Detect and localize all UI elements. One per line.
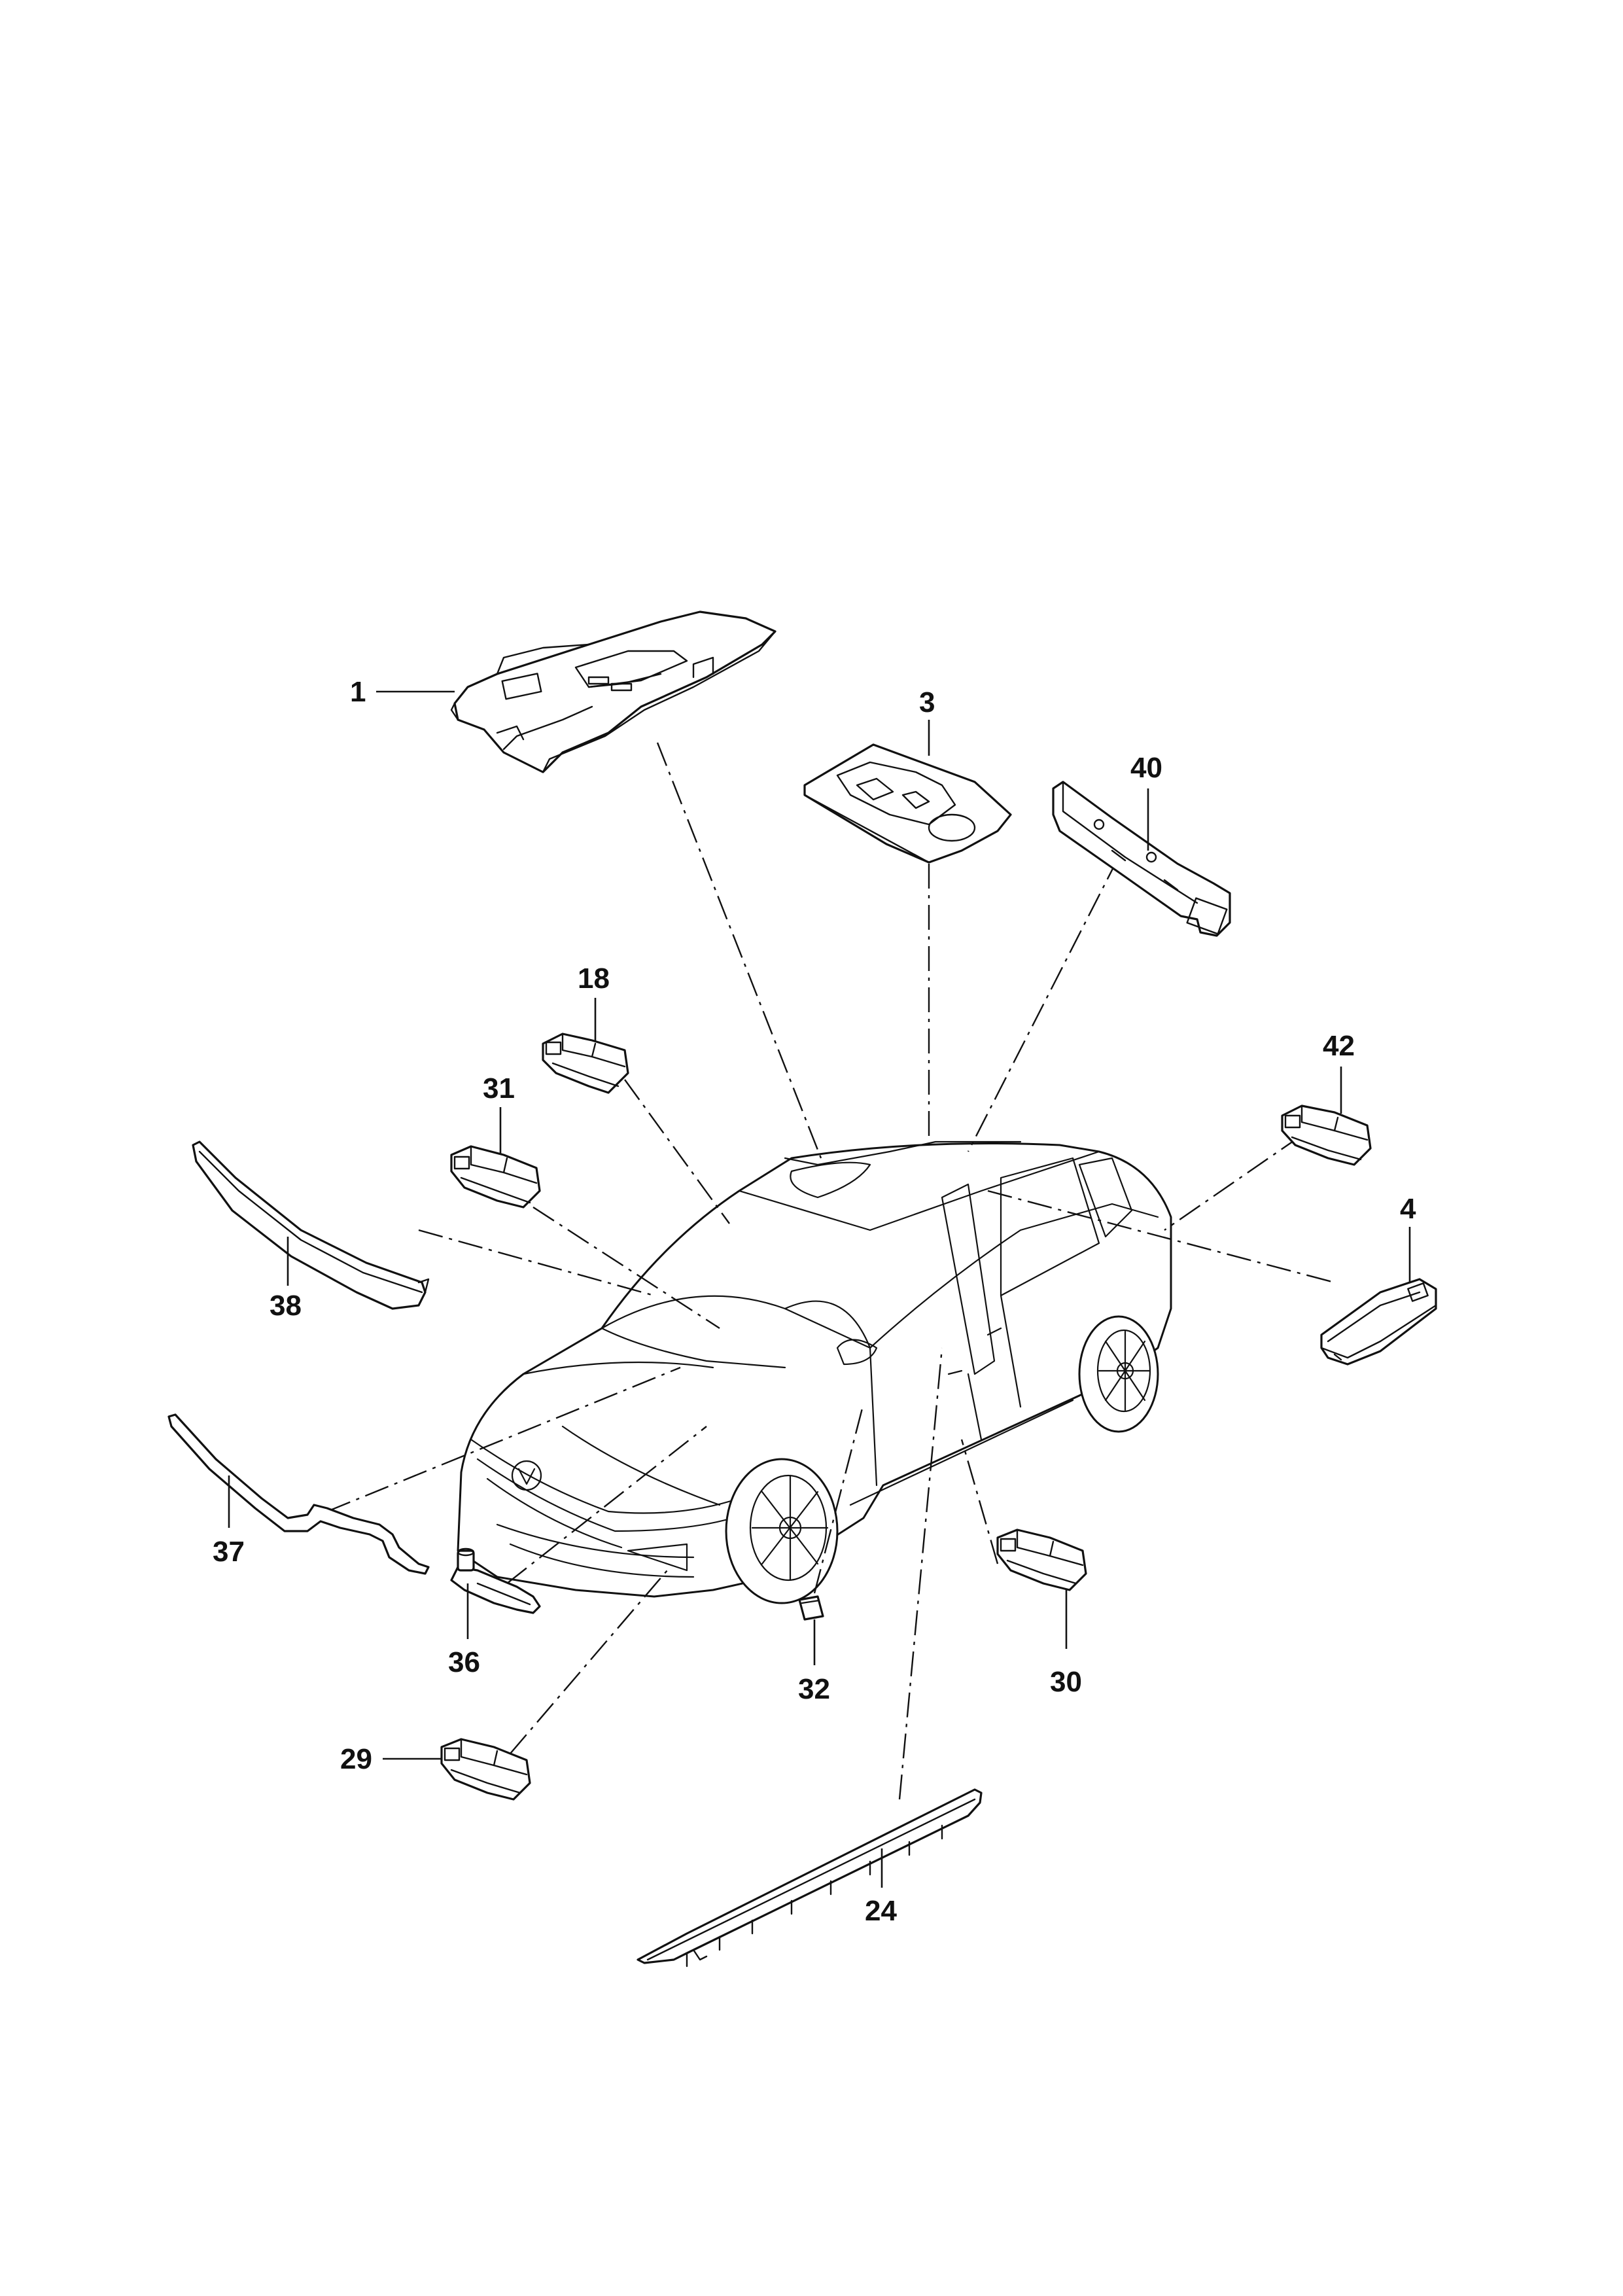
vehicle-illustration [457,1140,1172,1604]
part-3-overhead-light[interactable] [803,743,1012,864]
dash-line-30 [960,1439,999,1564]
part-label-37: 37 [213,1536,245,1568]
part-label-1: 1 [350,676,366,708]
part-label-40: 40 [1130,752,1162,784]
dash-line-18 [624,1079,730,1224]
dash-line-36 [506,1426,707,1584]
dash-line-40 [967,857,1120,1152]
dash-line-32 [813,1403,865,1594]
part-label-18: 18 [578,963,610,995]
part-42-lamp[interactable] [1281,1104,1372,1166]
part-30-lamp[interactable] [996,1528,1087,1591]
dash-line-31 [532,1206,720,1330]
part-1-roof-console[interactable] [450,610,777,773]
dash-line-24 [898,1347,943,1800]
part-label-38: 38 [270,1290,302,1322]
part-label-3: 3 [919,686,935,718]
part-label-29: 29 [340,1743,372,1775]
part-label-32: 32 [798,1673,830,1705]
part-32-cap[interactable] [798,1595,824,1621]
dash-line-4 [987,1190,1335,1284]
dash-line-37 [326,1366,681,1513]
part-4-lamp[interactable] [1320,1278,1437,1366]
part-label-30: 30 [1050,1666,1082,1698]
part-37-cable-strip[interactable] [167,1413,430,1575]
part-label-4: 4 [1400,1193,1416,1225]
part-label-36: 36 [448,1646,480,1678]
dash-line-42 [1164,1135,1302,1231]
callout-lines [326,742,1335,1800]
part-29-lamp[interactable] [440,1738,531,1801]
part-label-31: 31 [483,1072,515,1104]
part-38-trim-strip[interactable] [192,1140,430,1310]
part-36-footwell-lamp[interactable] [450,1547,541,1614]
dash-line-1 [656,742,822,1159]
part-label-42: 42 [1323,1030,1355,1062]
part-label-24: 24 [865,1895,897,1927]
part-18-lamp[interactable] [542,1033,629,1094]
part-24-door-strip[interactable] [637,1788,983,1968]
part-40-light-strip[interactable] [1052,781,1231,937]
part-31-lamp[interactable] [450,1145,541,1209]
